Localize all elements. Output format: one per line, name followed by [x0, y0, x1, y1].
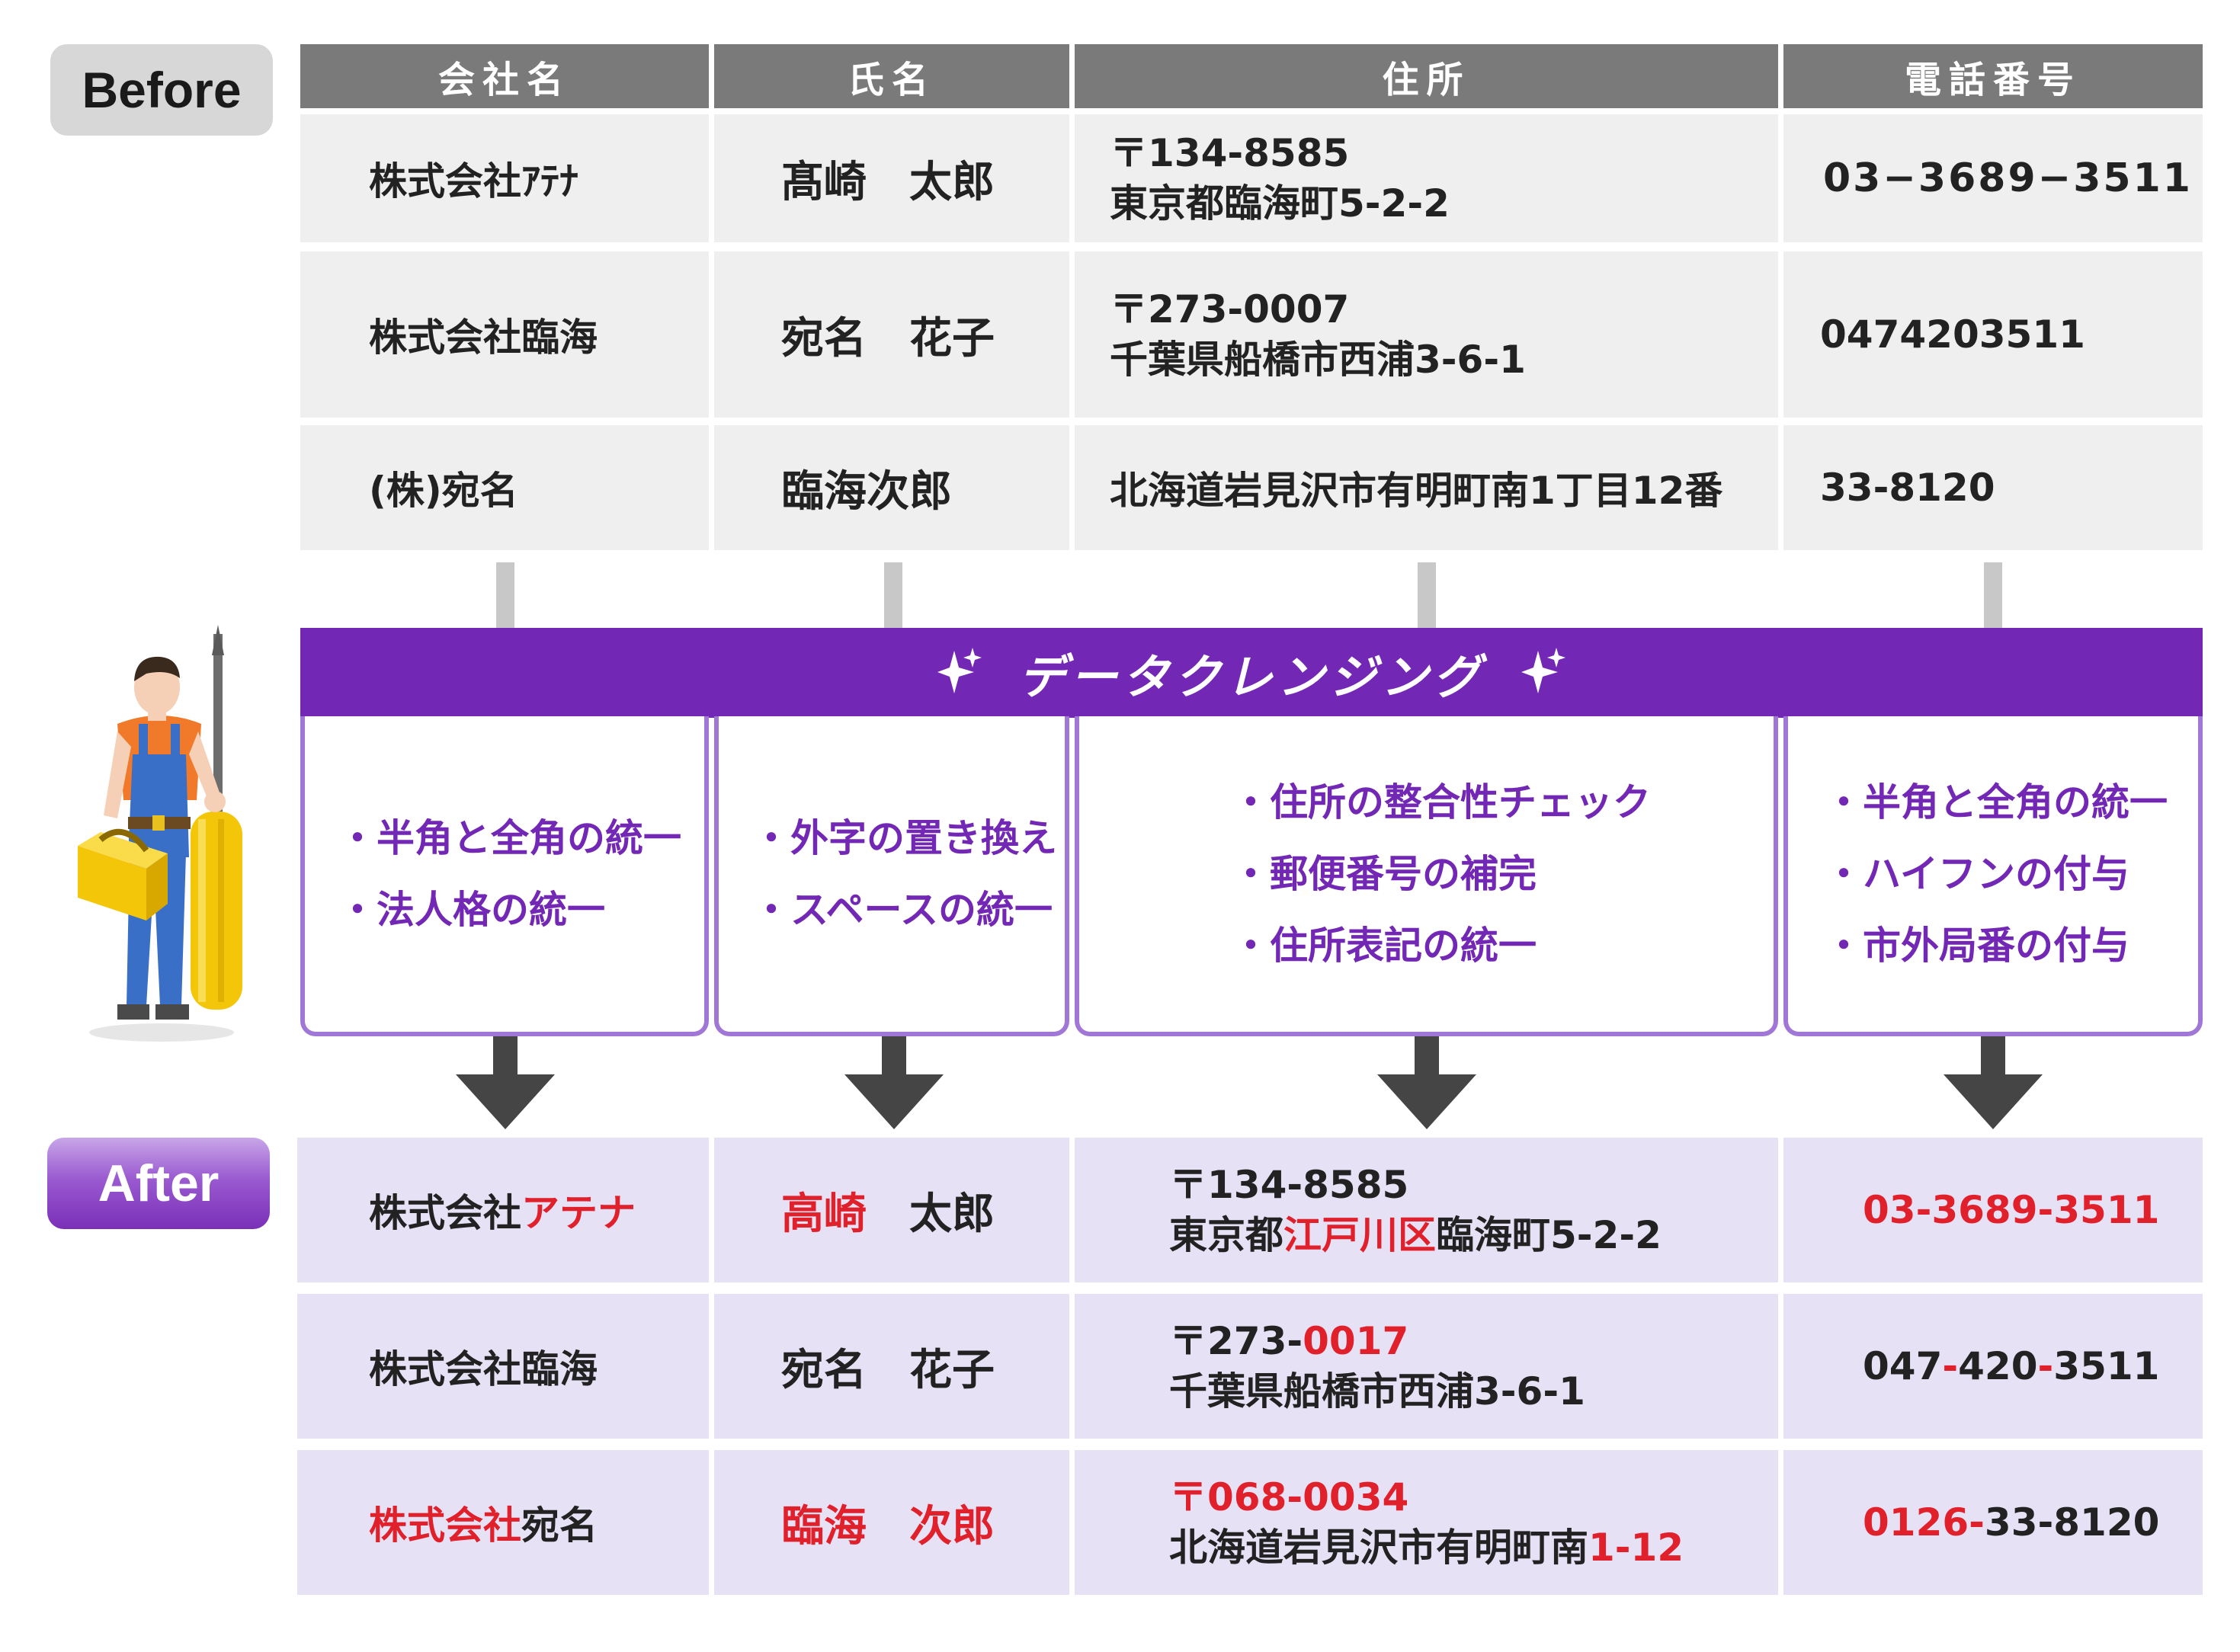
changed-text-segment: 〒068-0034 — [1169, 1475, 1409, 1519]
text-segment: 太郎 — [867, 1189, 995, 1239]
text-segment: 臨海町5-2-2 — [1436, 1213, 1662, 1257]
changed-text-segment: 次郎 — [909, 1501, 995, 1551]
after-row3-phone: 0126-33-8120 — [1783, 1450, 2203, 1595]
cleansing-item: ・スペースの統一 — [752, 888, 1053, 932]
changed-text-segment: - — [1942, 1344, 1959, 1388]
header-address: 住所 — [1075, 44, 1778, 108]
text-segment: 420 — [1958, 1344, 2038, 1388]
after-row1-address: 〒134-8585 東京都江戸川区臨海町5-2-2 — [1075, 1138, 1778, 1282]
down-arrow-icon — [1377, 1036, 1476, 1129]
after-row2-name: 宛名 花子 — [714, 1294, 1069, 1439]
after-row1-postal: 〒134-8585 — [1169, 1160, 1408, 1210]
down-arrow-icon — [844, 1036, 944, 1129]
after-row1-name: 高崎 太郎 — [714, 1138, 1069, 1282]
text-segment: 3511 — [2053, 1344, 2160, 1388]
after-row3-postal: 〒068-0034 — [1169, 1472, 1408, 1522]
text-segment: 株式会社 — [369, 1191, 521, 1235]
changed-text-segment: - — [2037, 1344, 2054, 1388]
text-segment: 33-8120 — [1984, 1500, 2160, 1545]
before-row1-street: 東京都臨海町5-2-2 — [1110, 181, 1450, 226]
before-row2-name: 宛名 花子 — [714, 251, 1069, 418]
cleansing-item: ・半角と全角の統一 — [338, 816, 681, 860]
after-row2-postal: 〒273-0017 — [1169, 1316, 1408, 1366]
before-row2-phone: 0474203511 — [1783, 251, 2203, 418]
before-row3-name: 臨海次郎 — [714, 425, 1069, 550]
before-row1-company: 株式会社ｱﾃﾅ — [300, 114, 709, 242]
connector-line-1 — [496, 562, 514, 628]
after-row2-address: 〒273-0017 千葉県船橋市西浦3-6-1 — [1075, 1294, 1778, 1439]
cleansing-item: ・外字の置き換え — [752, 816, 1057, 860]
down-arrow-icon — [456, 1036, 555, 1129]
connector-line-4 — [1984, 562, 2002, 628]
after-row2-street: 千葉県船橋市西浦3-6-1 — [1169, 1366, 1585, 1417]
cleansing-box-address: ・住所の整合性チェック ・郵便番号の補完 ・住所表記の統一 — [1075, 716, 1778, 1036]
connector-line-2 — [884, 562, 902, 628]
text-segment: 宛名 — [521, 1503, 598, 1548]
cleansing-box-name: ・外字の置き換え ・スペースの統一 — [714, 716, 1069, 1036]
header-name: 氏名 — [714, 44, 1069, 108]
before-row3-address: 北海道岩見沢市有明町南1丁目12番 — [1075, 425, 1778, 550]
down-arrow-icon — [1944, 1036, 2043, 1129]
after-row3-name: 臨海 次郎 — [714, 1450, 1069, 1595]
cleansing-box-phone: ・半角と全角の統一 ・ハイフンの付与 ・市外局番の付与 — [1783, 716, 2203, 1036]
text-segment: 047 — [1863, 1344, 1943, 1388]
before-row2-street: 千葉県船橋市西浦3-6-1 — [1110, 338, 1526, 382]
banner-title: データクレンジング — [1017, 649, 1485, 705]
before-row3-company: (株)宛名 — [300, 425, 709, 550]
after-row1-street: 東京都江戸川区臨海町5-2-2 — [1169, 1210, 1662, 1260]
text-segment: 〒134-8585 — [1169, 1163, 1409, 1207]
header-company: 会社名 — [300, 44, 709, 108]
changed-text-segment: 03-3689-3511 — [1863, 1188, 2160, 1232]
after-row1-company: 株式会社アテナ — [297, 1138, 709, 1282]
text-segment: 千葉県船橋市西浦3-6-1 — [1169, 1369, 1585, 1413]
changed-text-segment: 0126- — [1863, 1500, 1985, 1545]
before-badge: Before — [50, 44, 273, 136]
changed-text-segment: 株式会社 — [369, 1503, 521, 1548]
before-row1-name: 髙崎 太郎 — [714, 114, 1069, 242]
changed-text-segment: アテナ — [521, 1191, 636, 1235]
worker-illustration — [78, 625, 242, 1042]
text-segment: 宛名 花子 — [781, 1345, 995, 1395]
after-row3-street: 北海道岩見沢市有明町南1-12 — [1169, 1522, 1684, 1573]
text-segment: 北海道岩見沢市有明町南 — [1169, 1526, 1588, 1570]
after-badge: After — [47, 1138, 270, 1229]
text-segment — [867, 1492, 909, 1554]
after-row3-address: 〒068-0034 北海道岩見沢市有明町南1-12 — [1075, 1450, 1778, 1595]
data-cleansing-banner: データクレンジング — [300, 628, 2203, 718]
changed-text-segment: 江戸川区 — [1283, 1213, 1436, 1257]
before-row3-phone: 33-8120 — [1783, 425, 2203, 550]
changed-text-segment: 0017 — [1303, 1319, 1409, 1363]
changed-text-segment: 高崎 — [781, 1189, 867, 1239]
cleansing-item: ・半角と全角の統一 — [1825, 780, 2168, 824]
after-row1-phone: 03-3689-3511 — [1783, 1138, 2203, 1282]
text-segment: 株式会社臨海 — [369, 1347, 598, 1391]
sparkle-icon — [1521, 648, 1565, 693]
before-row2-company: 株式会社臨海 — [300, 251, 709, 418]
cleansing-item: ・郵便番号の補完 — [1232, 852, 1537, 896]
cleansing-item: ・ハイフンの付与 — [1825, 852, 2129, 896]
before-row1-postal: 〒134-8585 — [1110, 131, 1350, 175]
connector-line-3 — [1418, 562, 1436, 628]
cleansing-box-company: ・半角と全角の統一 ・法人格の統一 — [300, 716, 709, 1036]
before-row2-postal: 〒273-0007 — [1110, 287, 1350, 331]
sparkle-icon — [937, 648, 982, 693]
cleansing-item: ・住所表記の統一 — [1232, 924, 1537, 968]
before-row2-address: 〒273-0007 千葉県船橋市西浦3-6-1 — [1075, 251, 1778, 418]
after-row3-company: 株式会社宛名 — [297, 1450, 709, 1595]
text-segment: 東京都 — [1169, 1213, 1283, 1257]
cleansing-item: ・法人格の統一 — [338, 888, 605, 932]
changed-text-segment: 1-12 — [1588, 1526, 1684, 1570]
changed-text-segment: 臨海 — [781, 1501, 867, 1551]
before-row1-address: 〒134-8585 東京都臨海町5-2-2 — [1075, 114, 1778, 242]
header-phone: 電話番号 — [1783, 44, 2203, 108]
before-row1-phone: 03−3689−3511 — [1783, 114, 2203, 242]
cleansing-item: ・住所の整合性チェック — [1232, 780, 1651, 824]
cleansing-item: ・市外局番の付与 — [1825, 924, 2129, 968]
text-segment: 〒273- — [1169, 1319, 1303, 1363]
after-row2-phone: 047-420-3511 — [1783, 1294, 2203, 1439]
after-row2-company: 株式会社臨海 — [297, 1294, 709, 1439]
